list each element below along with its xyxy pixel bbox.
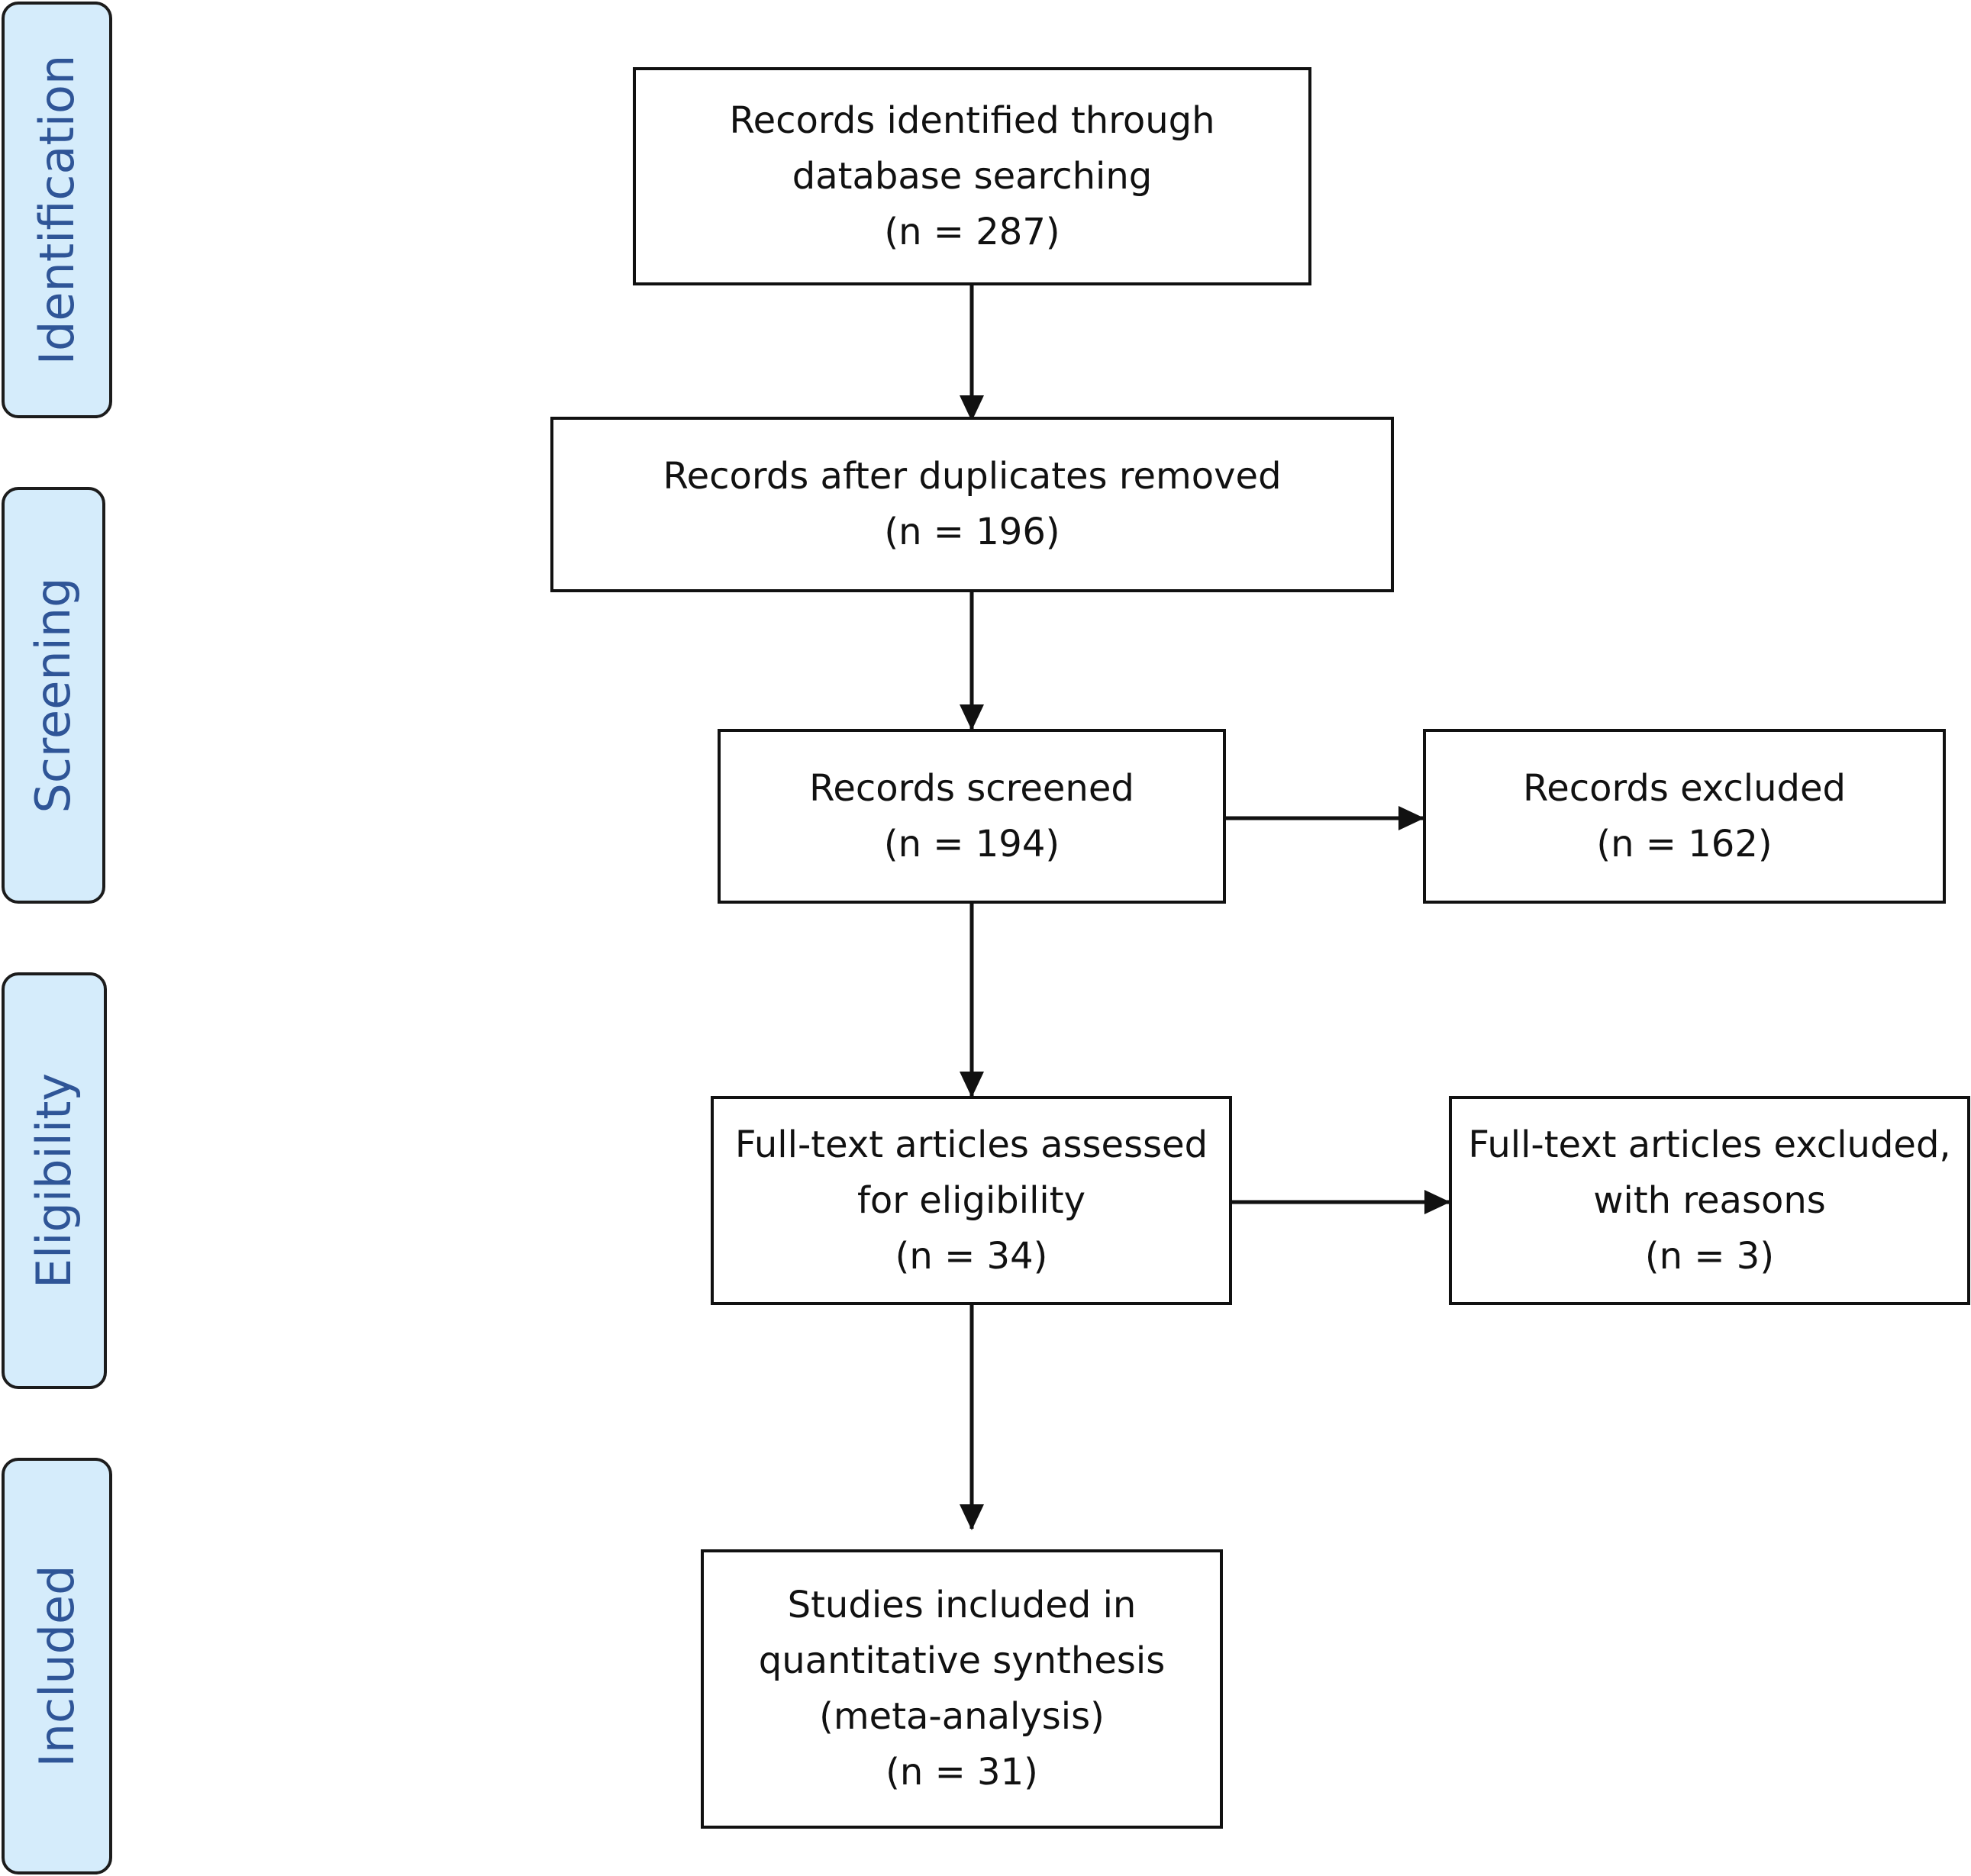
box-studies-included-line-1: Studies included in: [787, 1584, 1137, 1626]
box-records-excluded-count: (n = 162): [1596, 822, 1773, 865]
box-records-deduplicated-count: (n = 196): [884, 511, 1060, 553]
box-fulltext-assessed: Full-text articles assessed for eligibil…: [711, 1096, 1232, 1305]
box-fulltext-excluded-line-2: with reasons: [1593, 1178, 1826, 1222]
box-records-identified-line-2: database searching: [792, 154, 1153, 198]
box-studies-included: Studies included in quantitative synthes…: [701, 1549, 1223, 1829]
box-records-deduplicated: Records after duplicates removed (n = 19…: [550, 417, 1394, 592]
box-fulltext-assessed-line-2: for eligibility: [857, 1178, 1086, 1222]
box-records-identified-line-1: Records identified through: [729, 98, 1215, 142]
box-records-screened: Records screened (n = 194): [718, 729, 1226, 904]
box-studies-included-count: (n = 31): [885, 1751, 1038, 1794]
box-records-screened-count: (n = 194): [883, 822, 1060, 865]
box-fulltext-assessed-count: (n = 34): [895, 1234, 1048, 1278]
box-studies-included-line-2: quantitative synthesis: [758, 1639, 1166, 1682]
stage-tab-identification: Identification: [2, 2, 112, 418]
box-fulltext-assessed-line-1: Full-text articles assessed: [734, 1123, 1208, 1166]
box-studies-included-line-3: (meta-analysis): [819, 1695, 1105, 1738]
box-records-deduplicated-line-1: Records after duplicates removed: [663, 455, 1282, 498]
stage-tab-screening: Screening: [2, 487, 105, 904]
box-fulltext-excluded: Full-text articles excluded, with reason…: [1449, 1096, 1970, 1305]
box-fulltext-excluded-count: (n = 3): [1644, 1234, 1775, 1278]
stage-tab-eligibility: Eligibility: [2, 972, 107, 1389]
box-records-excluded-line-1: Records excluded: [1523, 766, 1846, 810]
stage-tab-included: Included: [2, 1458, 112, 1874]
box-records-screened-line-1: Records screened: [809, 766, 1134, 810]
box-fulltext-excluded-line-1: Full-text articles excluded,: [1468, 1123, 1951, 1166]
box-records-excluded: Records excluded (n = 162): [1423, 729, 1946, 904]
box-records-identified: Records identified through database sear…: [633, 67, 1311, 285]
box-records-identified-count: (n = 287): [884, 210, 1060, 253]
